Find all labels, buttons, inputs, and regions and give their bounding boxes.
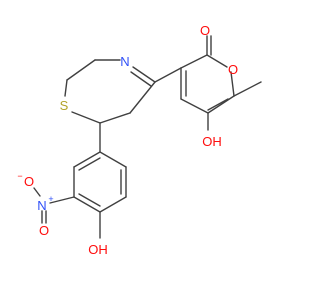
pyranone-hydroxyl-label: OH — [202, 134, 222, 149]
bond-c5-c4 — [180, 98, 209, 114]
bond-c6-c5-inner — [207, 98, 229, 111]
bond-c-n-inner — [130, 71, 152, 87]
bond-ch2-cn — [129, 81, 156, 114]
nitro-oxygen-double-label: O — [39, 223, 49, 238]
bond-c6-methyl — [233, 81, 262, 97]
bond-ch-ch2 — [99, 112, 131, 124]
nitro-minus-charge: − — [17, 171, 22, 181]
molecule-structure: O O N S OH N + O − O OH — [17, 23, 262, 257]
bond-c6-c5 — [207, 95, 235, 114]
ring-oxygen-label: O — [228, 62, 238, 77]
phenol-hydroxyl-label: OH — [88, 242, 108, 257]
carbonyl-oxygen-label: O — [200, 23, 210, 38]
nitro-oxygen-minus-label: O — [24, 174, 34, 189]
bond-o1-c6 — [230, 71, 235, 97]
bond-n-o-minus — [33, 187, 41, 197]
nitro-nitrogen-label: N — [37, 198, 46, 213]
bond-s-ch — [71, 111, 101, 124]
phenyl-ring — [33, 122, 127, 239]
bond-ar-1 — [99, 151, 127, 168]
bond-ar-6-inner — [78, 157, 101, 171]
ring-nitrogen-label: N — [120, 54, 129, 69]
bond-pyranone-thiazepine — [154, 67, 182, 83]
bond-ar-4 — [73, 196, 101, 213]
bond-ar-3 — [99, 196, 127, 213]
bond-c-n — [132, 66, 156, 83]
bond-c2-o1 — [206, 54, 228, 68]
bond-ch2-s — [64, 79, 68, 97]
bond-ar-nitro — [49, 196, 75, 204]
pyranone-ring — [180, 35, 262, 131]
nitro-plus-charge: + — [48, 194, 53, 204]
bond-c3-c2 — [180, 54, 208, 69]
bond-ch2-ch2 — [66, 59, 96, 81]
bond-ar-4-inner — [78, 193, 101, 207]
molecule-canvas: O O N S OH N + O − O OH — [17, 23, 262, 257]
bond-ar-6 — [73, 151, 101, 168]
sulfur-label: S — [60, 98, 69, 113]
thiazepine-ring — [64, 59, 182, 124]
